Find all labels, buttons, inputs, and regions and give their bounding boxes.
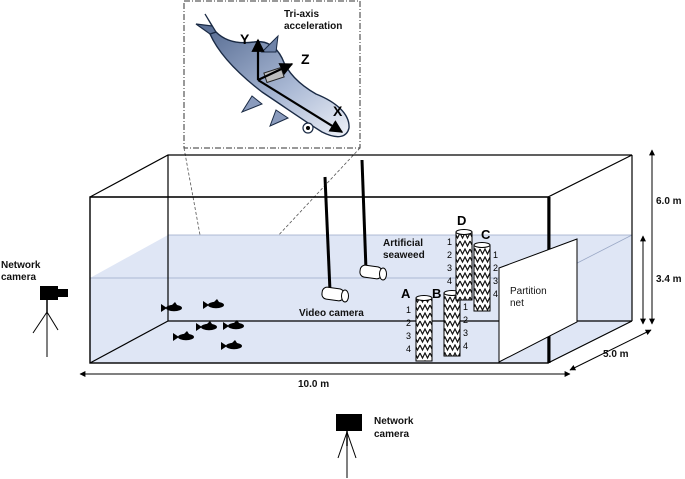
projection-line <box>183 147 213 301</box>
fish-fin <box>260 34 279 53</box>
axis-z-arrow <box>257 63 294 81</box>
level-number: 1 <box>406 305 411 315</box>
seaweed-column-c <box>473 242 491 312</box>
fish-pupil <box>306 126 310 130</box>
depth-label: 5.0 m <box>603 349 629 360</box>
level-number: 1 <box>447 237 452 247</box>
level-number: 1 <box>463 302 468 312</box>
fish-school <box>161 299 244 350</box>
fish-silhouette <box>196 321 217 331</box>
fish-silhouette <box>173 331 194 341</box>
level-number: 3 <box>493 276 498 286</box>
level-number: 2 <box>493 263 498 273</box>
seaweed-letter-a: A <box>401 286 411 301</box>
water-volume <box>90 235 632 363</box>
axis-z-label: Z <box>301 51 310 67</box>
fish-tail <box>195 13 217 35</box>
seaweed-letter-b: B <box>432 286 441 301</box>
axis-y-label: Y <box>240 31 250 47</box>
width-label: 10.0 m <box>298 379 329 390</box>
height-label: 6.0 m <box>656 196 682 207</box>
partition-net <box>498 238 578 363</box>
fish-silhouette <box>221 340 242 350</box>
partition-label-line1: Partition <box>510 286 547 297</box>
network-camera-left-label-line1: Network <box>1 260 41 271</box>
inset-title-line1: Tri-axis <box>284 9 319 20</box>
seaweed-column-d <box>455 229 473 301</box>
seaweed-letter-d: D <box>457 213 466 228</box>
fish-silhouette <box>223 320 244 330</box>
seaweed-levels-a: 1 2 3 4 <box>406 305 411 354</box>
level-number: 2 <box>406 318 411 328</box>
level-number: 4 <box>463 341 468 351</box>
video-camera <box>359 264 387 281</box>
fish-fin <box>240 95 263 114</box>
network-camera-bottom-label-line2: camera <box>374 429 409 440</box>
level-number: 4 <box>493 289 498 299</box>
fish-silhouette <box>161 302 182 312</box>
level-number: 3 <box>463 328 468 338</box>
level-number: 1 <box>493 250 498 260</box>
seaweed-column-a <box>415 295 433 362</box>
artificial-seaweed-label-line2: seaweed <box>383 250 425 261</box>
inset-title-line2: acceleration <box>284 21 342 32</box>
axis-x-arrow <box>257 79 344 133</box>
network-camera-bottom <box>336 414 362 478</box>
fish-silhouette <box>203 299 224 309</box>
depth-dimension-arrow <box>569 329 652 371</box>
level-number: 3 <box>406 331 411 341</box>
network-camera-bottom-label-line1: Network <box>374 416 414 427</box>
video-camera-label: Video camera <box>299 308 364 319</box>
level-number: 2 <box>463 315 468 325</box>
seaweed-levels-c: 1 2 3 4 <box>493 250 498 299</box>
axis-x-label: X <box>333 103 343 119</box>
fish-fin <box>269 109 290 127</box>
water-level-label: 3.4 m <box>656 274 682 285</box>
camera-pole <box>360 159 368 271</box>
level-number: 4 <box>406 344 411 354</box>
seaweed-levels-b: 1 2 3 4 <box>463 302 468 351</box>
tank-edge <box>89 320 169 364</box>
seaweed-letter-c: C <box>481 227 491 242</box>
artificial-seaweed-label-line1: Artificial <box>383 238 423 249</box>
video-camera <box>321 286 349 303</box>
network-camera-left-label-line2: camera <box>1 272 36 283</box>
seaweed-levels-d: 1 2 3 4 <box>447 237 452 286</box>
level-number: 3 <box>447 263 452 273</box>
partition-label-line2: net <box>510 298 524 309</box>
camera-pole <box>323 176 332 292</box>
level-number: 4 <box>447 276 452 286</box>
level-number: 2 <box>447 250 452 260</box>
acceleration-inset: Y Z X Tri-axis acceleration <box>183 0 361 149</box>
network-camera-left <box>32 286 68 357</box>
